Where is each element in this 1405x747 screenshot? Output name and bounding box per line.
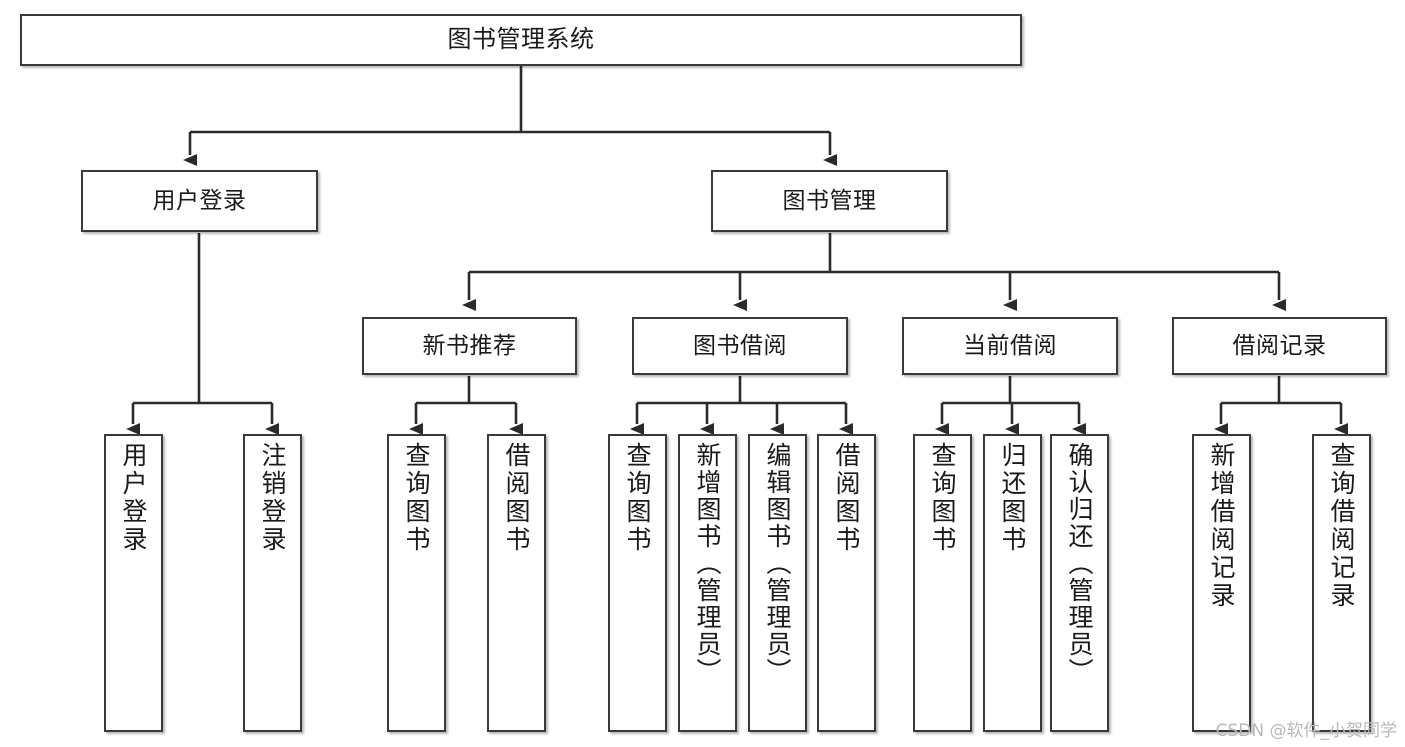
leaf-add-borrow-record[interactable]: 新增借阅记录 bbox=[1192, 434, 1251, 732]
leaf-query-book-current[interactable]: 查询图书 bbox=[913, 434, 972, 732]
leaf-add-book-admin[interactable]: 新增图书（管理员） bbox=[678, 434, 737, 732]
node-label: 查询图书 bbox=[623, 442, 652, 554]
node-root-book-management-system[interactable]: 图书管理系统 bbox=[20, 14, 1022, 66]
node-book-management[interactable]: 图书管理 bbox=[711, 170, 948, 232]
node-label: 用户登录 bbox=[152, 187, 247, 214]
leaf-confirm-return-admin[interactable]: 确认归还（管理员） bbox=[1050, 434, 1109, 732]
node-label: 编辑图书（管理员） bbox=[763, 442, 792, 685]
node-label: 图书借阅 bbox=[693, 332, 787, 359]
leaf-return-book[interactable]: 归还图书 bbox=[983, 434, 1042, 732]
node-label: 借阅图书 bbox=[832, 442, 861, 554]
leaf-query-borrow-record[interactable]: 查询借阅记录 bbox=[1312, 434, 1371, 732]
node-label: 借阅记录 bbox=[1232, 332, 1327, 359]
leaf-edit-book-admin[interactable]: 编辑图书（管理员） bbox=[748, 434, 807, 732]
csdn-watermark: CSDN @软件_小贺同学 bbox=[1215, 721, 1397, 741]
leaf-borrow-book-recommend[interactable]: 借阅图书 bbox=[487, 434, 546, 732]
node-label: 确认归还（管理员） bbox=[1065, 442, 1094, 685]
node-label: 用户登录 bbox=[119, 442, 148, 554]
node-label: 注销登录 bbox=[258, 442, 287, 554]
node-label: 归还图书 bbox=[998, 442, 1027, 554]
node-new-book-recommend[interactable]: 新书推荐 bbox=[362, 317, 577, 375]
leaf-query-book-recommend[interactable]: 查询图书 bbox=[387, 434, 446, 732]
node-label: 图书管理 bbox=[782, 187, 877, 214]
node-user-login[interactable]: 用户登录 bbox=[81, 170, 318, 232]
node-borrow-record[interactable]: 借阅记录 bbox=[1172, 317, 1387, 375]
node-label: 借阅图书 bbox=[502, 442, 531, 554]
node-label: 当前借阅 bbox=[963, 332, 1057, 359]
node-label: 新书推荐 bbox=[422, 332, 517, 359]
node-book-borrow[interactable]: 图书借阅 bbox=[632, 317, 848, 375]
node-label: 图书管理系统 bbox=[447, 25, 595, 54]
node-label: 查询图书 bbox=[402, 442, 431, 554]
leaf-logout-login[interactable]: 注销登录 bbox=[243, 434, 302, 732]
leaf-user-login[interactable]: 用户登录 bbox=[104, 434, 163, 732]
node-label: 查询图书 bbox=[928, 442, 957, 554]
node-current-borrow[interactable]: 当前借阅 bbox=[902, 317, 1118, 375]
node-label: 新增借阅记录 bbox=[1207, 442, 1236, 610]
node-label: 新增图书（管理员） bbox=[693, 442, 722, 685]
leaf-borrow-book[interactable]: 借阅图书 bbox=[817, 434, 876, 732]
node-label: 查询借阅记录 bbox=[1327, 442, 1356, 610]
leaf-query-book-borrow[interactable]: 查询图书 bbox=[608, 434, 667, 732]
